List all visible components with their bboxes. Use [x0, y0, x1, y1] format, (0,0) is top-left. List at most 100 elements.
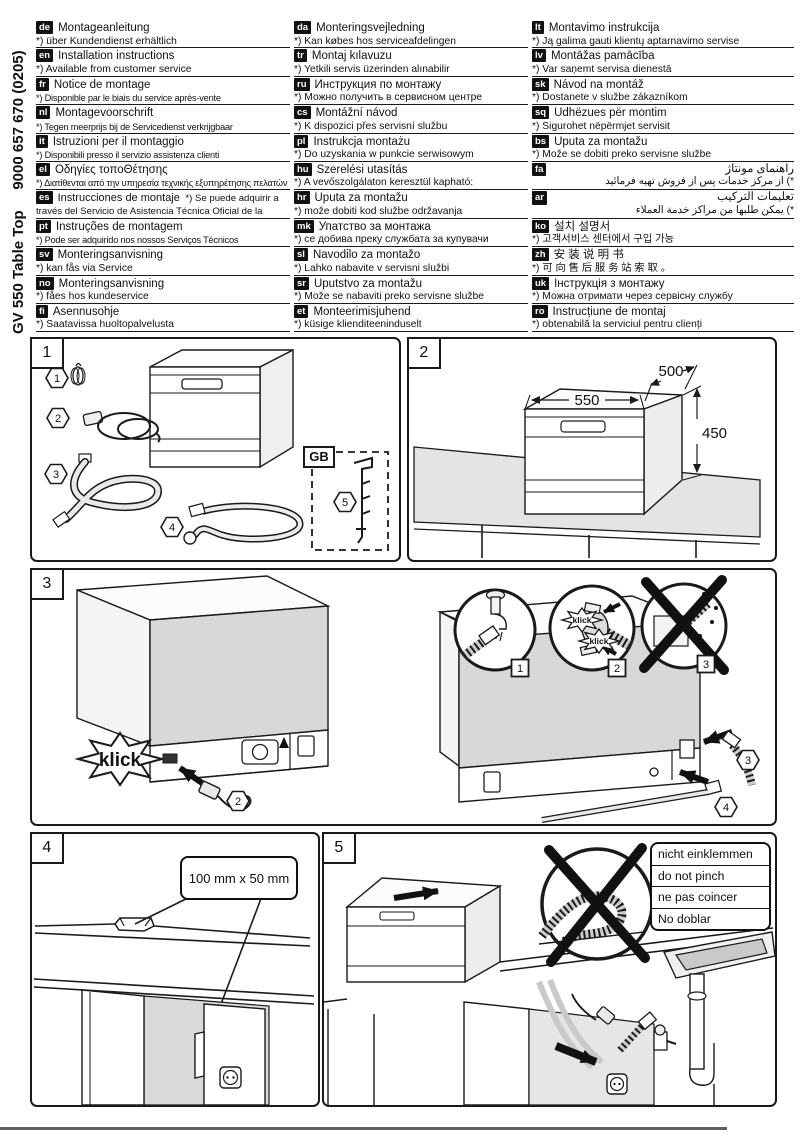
- route-arrow: [554, 1042, 598, 1066]
- svg-text:2: 2: [235, 796, 241, 808]
- panel-do-not-pinch: 5: [321, 831, 777, 1107]
- language-note: *) Pode ser adquirido nos nossos Serviço…: [36, 235, 239, 246]
- language-note: *) Tegen meerprijs bij de Servicedienst …: [36, 121, 233, 132]
- parts-overview-illustration: GB 1 2 3 4 5: [44, 348, 389, 551]
- warning-de: nicht einklemmen: [652, 844, 769, 866]
- leader-line-1: [134, 895, 193, 925]
- language-code-tag: tr: [294, 49, 307, 63]
- language-title: Uputa za montažu: [314, 192, 408, 205]
- language-title: Monteringsanvisning: [57, 249, 164, 262]
- warning-es: No doblar: [658, 911, 711, 926]
- callout-2: 2: [226, 790, 250, 812]
- language-title: Uputa za montažu: [554, 135, 648, 148]
- language-note: *) über Kundendienst erhältlich: [36, 35, 177, 47]
- language-note: *) 可 向 售 后 服 务 站 索 取 。: [532, 262, 672, 274]
- panel-cutout: 4: [29, 831, 320, 1107]
- language-code-tag: da: [294, 21, 312, 34]
- language-title: Udhëzues për montim: [554, 107, 667, 120]
- language-title: Uputstvo za montažu: [313, 277, 423, 290]
- language-title: 설치 설명서: [554, 220, 611, 233]
- inset-klick-coupling: klick klick: [548, 584, 636, 672]
- svg-text:450: 450: [702, 425, 727, 442]
- language-title: Asennusohje: [52, 305, 120, 318]
- panel-connections: 3 klick 2: [29, 567, 777, 826]
- dimension-depth: 500: [644, 363, 698, 402]
- language-code-tag: fr: [36, 77, 49, 91]
- svg-text:550: 550: [574, 392, 599, 409]
- callout-4: 4: [714, 796, 738, 818]
- dishwasher-illustration: [522, 388, 683, 516]
- language-title: راهنمای مونتاژ: [725, 162, 794, 175]
- callout-1: 1: [45, 367, 69, 389]
- warning-en: do not pinch: [652, 866, 769, 887]
- language-code-tag: lt: [532, 21, 544, 34]
- language-note: *) küsige klienditeeninduselt: [294, 319, 422, 331]
- callout-4: 4: [160, 516, 184, 538]
- language-title: Navodilo za montažo: [312, 249, 421, 262]
- panel-notch: [194, 1031, 205, 1079]
- connections-illustration: klick 2 3: [74, 575, 760, 823]
- inlet-hose-connection: [541, 769, 723, 823]
- svg-text:4: 4: [723, 802, 729, 814]
- language-code-tag: bs: [532, 134, 550, 148]
- callout-3: 3: [736, 749, 760, 771]
- svg-text:1: 1: [517, 663, 523, 675]
- svg-text:2: 2: [55, 413, 61, 425]
- language-code-tag: lv: [532, 49, 546, 63]
- language-note: *) Можна отримати через сервісну службу: [532, 291, 733, 303]
- part-fitting-small: [70, 362, 86, 386]
- svg-text:500: 500: [658, 363, 683, 380]
- language-note: *) Available from customer service: [36, 63, 192, 75]
- language-title: Instrucciones de montaje: [57, 192, 186, 205]
- language-note: *) се добива преку службата за купувачи: [294, 234, 489, 246]
- gb-bracket-kit: GB: [303, 446, 389, 551]
- language-code-tag: ar: [532, 191, 547, 205]
- callout-3: 3: [44, 463, 68, 485]
- svg-text:4: 4: [169, 522, 175, 534]
- language-code-tag: sq: [532, 106, 550, 120]
- language-code-tag: it: [36, 134, 48, 148]
- language-title: Montaj kılavuzu: [311, 50, 392, 63]
- language-title: Упатство за монтажа: [318, 220, 431, 233]
- language-code-tag: fa: [532, 162, 547, 177]
- inset-number-2: 2: [607, 658, 627, 678]
- dishwasher-rear-left: [76, 575, 331, 783]
- language-note: *) Može se dobiti preko servisne službe: [532, 149, 712, 161]
- svg-text:3: 3: [703, 659, 709, 671]
- cutout-dimension-text: 100 mm x 50 mm: [188, 870, 290, 886]
- language-title: تعليمات التركيب: [717, 191, 794, 204]
- svg-text:klick: klick: [573, 615, 592, 625]
- language-title: Οδηγίες τοποΘέτησης: [54, 163, 168, 176]
- language-title: Monteringsanvisning: [58, 277, 165, 290]
- do-not-pinch-illustration: [324, 843, 775, 1105]
- panel-number: 4: [29, 831, 64, 864]
- push-arrow: [393, 886, 439, 901]
- language-note: *) A vevőszolgálaton keresztül kapható:: [294, 177, 474, 189]
- language-title: Istruzioni per il montaggio: [52, 135, 184, 148]
- language-code-tag: sv: [36, 248, 53, 262]
- language-note: *) Dostanete v službe zákazníkom: [532, 92, 688, 104]
- language-title: Instrucțiune de montaj: [552, 305, 666, 318]
- svg-text:2: 2: [614, 663, 620, 675]
- language-note: *) Διατίθενται από την υπηρεσία τεχνικής…: [36, 178, 288, 189]
- svg-text:3: 3: [745, 755, 751, 767]
- panel-number: 5: [321, 831, 356, 864]
- language-title: Інструкція з монтажу: [554, 277, 665, 290]
- language-note: *) K dispozici přes servisní službu: [294, 120, 448, 132]
- socket-icon: [606, 1073, 628, 1095]
